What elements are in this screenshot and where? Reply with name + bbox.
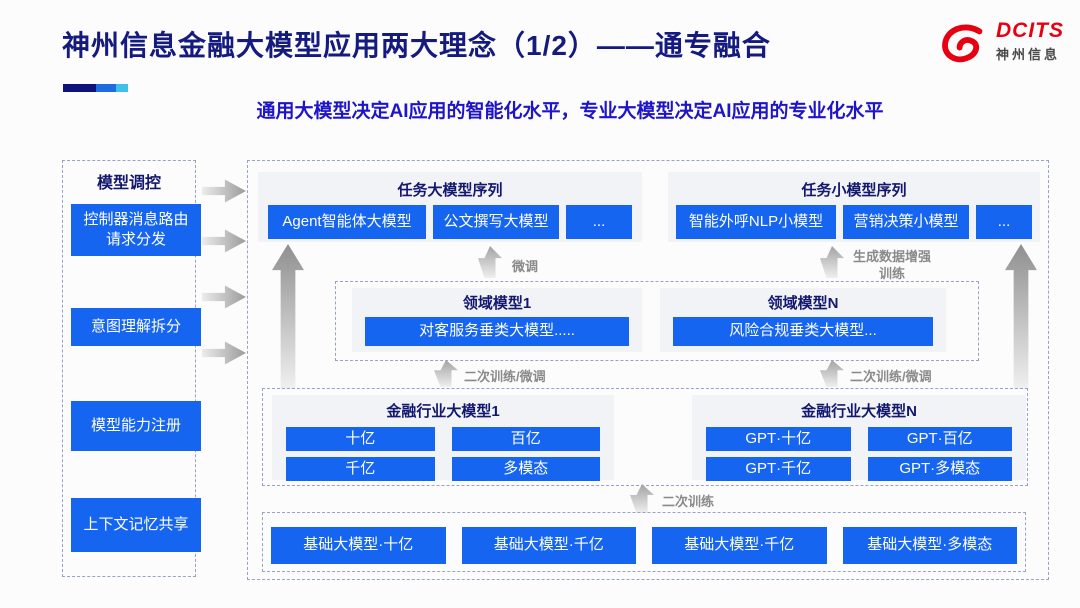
diagram-container bbox=[247, 160, 1049, 580]
logo-brand: DCITS bbox=[996, 19, 1064, 42]
model-box-base-100b: 基础大模型·千亿 bbox=[461, 526, 636, 564]
model-box-document-writing: 公文撰写大模型 bbox=[433, 205, 559, 239]
domain-models-container bbox=[335, 281, 979, 361]
company-logo: DCITS 神州信息 bbox=[938, 20, 1064, 68]
task-large-model-panel: 任务大模型序列 Agent智能体大模型 公文撰写大模型 ... bbox=[258, 172, 642, 242]
base-models-container: 基础大模型·十亿 基础大模型·千亿 基础大模型·千亿 基础大模型·多模态 bbox=[262, 512, 1026, 572]
domain-model-1-panel: 领域模型1 对客服务垂类大模型..... bbox=[352, 288, 642, 352]
right-arrow-icon bbox=[202, 285, 246, 309]
flow-label-retrain-finetune-left: 二次训练/微调 bbox=[464, 369, 546, 384]
flow-label-finetune: 微调 bbox=[512, 259, 539, 274]
flow-label-retrain: 二次训练 bbox=[662, 494, 715, 509]
model-box-base-100b-2: 基础大模型·千亿 bbox=[652, 526, 827, 564]
right-arrow-icon bbox=[202, 341, 246, 365]
task-small-model-panel: 任务小模型序列 智能外呼NLP小模型 营销决策小模型 ... bbox=[668, 172, 1040, 242]
model-box-outbound-nlp: 智能外呼NLP小模型 bbox=[676, 205, 836, 239]
flow-label-retrain-finetune-right: 二次训练/微调 bbox=[850, 369, 932, 384]
domain-model-n-panel: 领域模型N 风险合规垂类大模型... bbox=[660, 288, 946, 352]
model-box-base-multimodal: 基础大模型·多模态 bbox=[842, 526, 1017, 564]
model-box-risk-compliance: 风险合规垂类大模型... bbox=[673, 317, 933, 346]
model-box-gpt-1b: GPT·十亿 bbox=[706, 427, 851, 451]
model-box-more: ... bbox=[566, 205, 632, 239]
model-box-gpt-100b: GPT·千亿 bbox=[706, 457, 851, 481]
task-small-model-title: 任务小模型序列 bbox=[801, 182, 907, 199]
model-box-gpt-10b: GPT·百亿 bbox=[867, 427, 1012, 451]
accent-segment-cyan bbox=[116, 84, 128, 92]
logo-text: DCITS 神州信息 bbox=[996, 20, 1064, 63]
model-box-100b: 千亿 bbox=[286, 457, 435, 481]
domain-model-1-title: 领域模型1 bbox=[462, 295, 532, 312]
domain-model-n-title: 领域模型N bbox=[767, 295, 839, 312]
task-small-model-row: 智能外呼NLP小模型 营销决策小模型 ... bbox=[668, 205, 1040, 239]
flow-label-gen-data-training: 生成数据增强训练 bbox=[852, 249, 931, 281]
industry-model-n-grid: GPT·十亿 GPT·百亿 GPT·千亿 GPT·多模态 bbox=[706, 427, 1012, 481]
right-arrow-icon bbox=[202, 229, 246, 253]
industry-model-1-title: 金融行业大模型1 bbox=[386, 403, 500, 420]
sidebar-item-capability-register: 模型能力注册 bbox=[71, 401, 201, 451]
slide-subtitle: 通用大模型决定AI应用的智能化水平，专业大模型决定AI应用的专业化水平 bbox=[256, 101, 884, 122]
task-large-model-row: Agent智能体大模型 公文撰写大模型 ... bbox=[258, 205, 642, 239]
sidebar-model-control: 模型调控 控制器消息路由请求分发 意图理解拆分 模型能力注册 上下文记忆共享 bbox=[62, 160, 201, 577]
model-box-multimodal: 多模态 bbox=[451, 457, 600, 481]
sidebar-item-intent-split: 意图理解拆分 bbox=[71, 308, 201, 346]
model-box-agent: Agent智能体大模型 bbox=[268, 205, 426, 239]
model-box-base-1b: 基础大模型·十亿 bbox=[271, 526, 446, 564]
model-box-marketing-decision: 营销决策小模型 bbox=[843, 205, 969, 239]
sidebar-title: 模型调控 bbox=[96, 175, 161, 192]
model-box-customer-service: 对客服务垂类大模型..... bbox=[365, 317, 629, 346]
sidebar-item-controller-routing: 控制器消息路由请求分发 bbox=[71, 204, 201, 256]
right-arrow-icon bbox=[202, 179, 246, 203]
industry-model-1-panel: 金融行业大模型1 十亿 百亿 千亿 多模态 bbox=[272, 395, 614, 481]
model-box-more: ... bbox=[976, 205, 1032, 239]
industry-models-container bbox=[262, 388, 1028, 486]
accent-segment-dark bbox=[63, 84, 96, 92]
logo-swirl-icon bbox=[942, 24, 983, 63]
model-box-gpt-multimodal: GPT·多模态 bbox=[867, 457, 1012, 481]
logo-brand-cn: 神州信息 bbox=[996, 47, 1061, 62]
accent-segment-blue bbox=[96, 84, 116, 92]
model-box-10b: 百亿 bbox=[451, 427, 600, 451]
task-large-model-title: 任务大模型序列 bbox=[397, 182, 503, 199]
title-accent-bar bbox=[63, 84, 128, 92]
sidebar-item-context-memory: 上下文记忆共享 bbox=[71, 498, 201, 552]
model-box-1b: 十亿 bbox=[286, 427, 435, 451]
page-title: 神州信息金融大模型应用两大理念（1/2）——通专融合 bbox=[62, 30, 771, 61]
industry-model-n-panel: 金融行业大模型N GPT·十亿 GPT·百亿 GPT·千亿 GPT·多模态 bbox=[692, 395, 1026, 481]
industry-model-n-title: 金融行业大模型N bbox=[801, 403, 917, 420]
industry-model-1-grid: 十亿 百亿 千亿 多模态 bbox=[286, 427, 600, 481]
